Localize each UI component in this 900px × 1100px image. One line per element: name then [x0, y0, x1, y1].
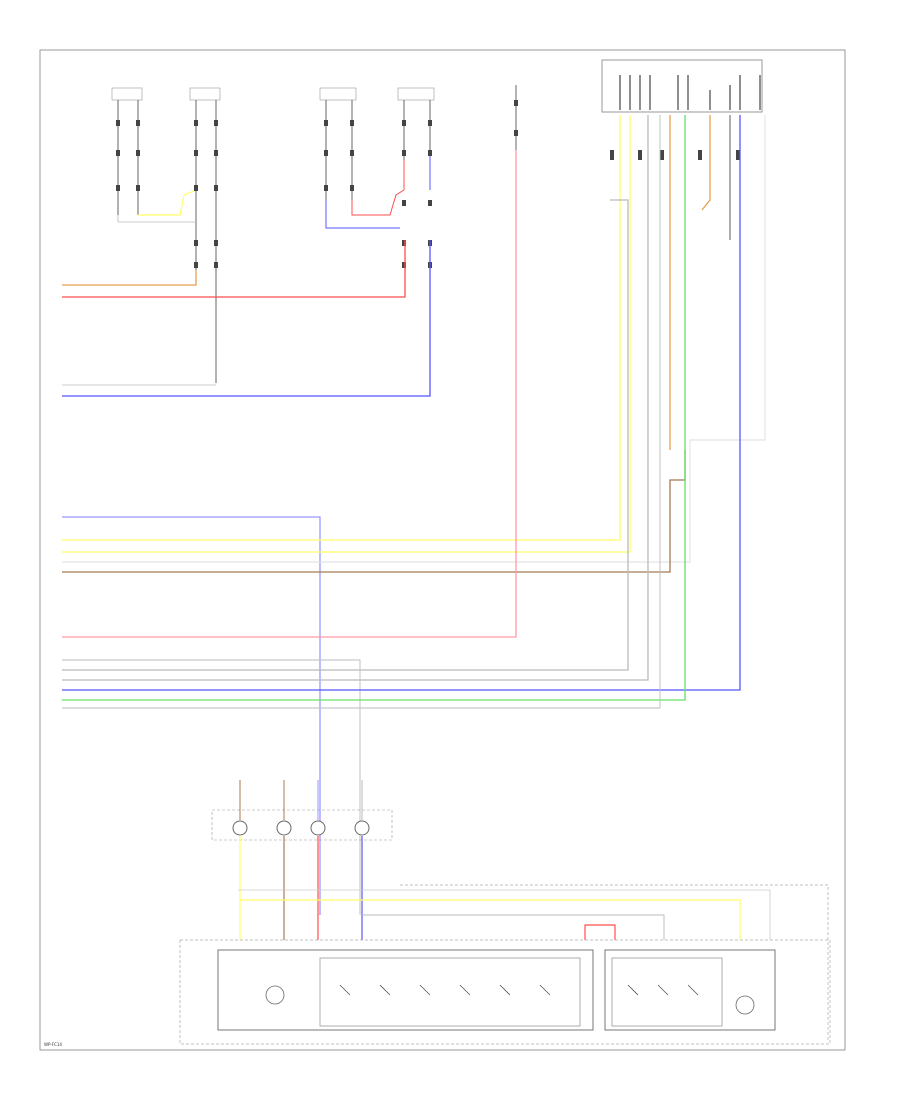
footer-code: WP-FC14 [44, 1042, 62, 1047]
amplifier-left [217, 949, 594, 1031]
lower-wire-runs [238, 836, 829, 1040]
wire-harness [62, 115, 766, 915]
audio-unit-module [601, 59, 763, 160]
speaker-group-left [111, 87, 221, 383]
horn-connector [514, 85, 518, 150]
bottom-component-frame [179, 939, 831, 1045]
amplifier-right [604, 949, 776, 1031]
diagram-frame [39, 49, 846, 1051]
lower-connector-bulbs [211, 780, 393, 841]
speaker-group-middle [319, 87, 435, 268]
